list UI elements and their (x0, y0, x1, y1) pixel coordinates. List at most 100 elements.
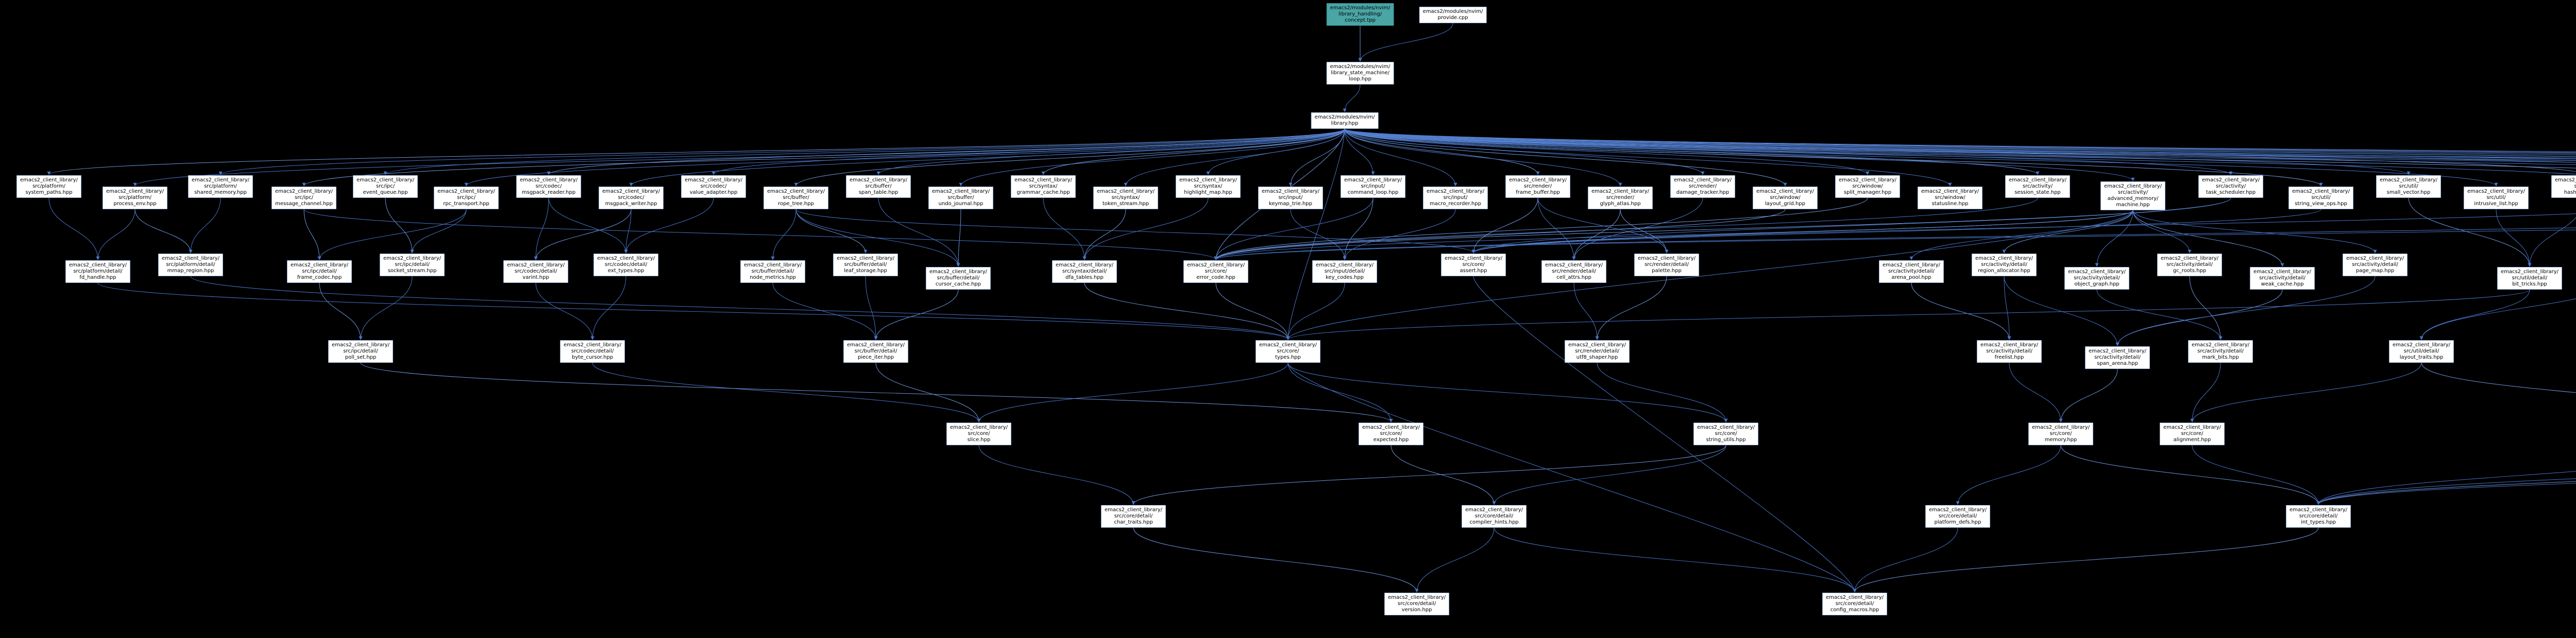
dependency-edge (592, 362, 981, 423)
graph-node[interactable]: emacs2_client_library/src/ipc/event_queu… (352, 175, 418, 198)
graph-node[interactable]: emacs2_client_library/src/core/detail/in… (2285, 505, 2351, 528)
graph-node[interactable]: emacs2_client_library/src/core/detail/pl… (1925, 505, 1991, 528)
graph-node[interactable]: emacs2_client_library/src/syntax/grammar… (1010, 175, 1076, 198)
graph-node[interactable]: emacs2_client_library/src/buffer/detail/… (843, 340, 909, 363)
graph-node[interactable]: emacs2_client_library/src/codec/detail/e… (593, 254, 659, 276)
graph-node[interactable]: emacs2_client_library/src/util/small_vec… (2376, 175, 2442, 198)
graph-node[interactable]: emacs2_client_library/src/ipc/detail/fra… (286, 260, 352, 283)
graph-node[interactable]: emacs2_client_library/src/activity/advan… (2100, 181, 2166, 210)
node-label-line: socket_stream.hpp (387, 268, 437, 274)
graph-node[interactable]: emacs2_client_library/src/platform/detai… (65, 260, 131, 283)
graph-node[interactable]: emacs2_client_library/src/platform/share… (188, 175, 253, 198)
graph-node[interactable]: emacs2_client_library/src/codec/msgpack_… (598, 187, 664, 209)
graph-node[interactable]: emacs2_client_library/src/window/statusl… (1917, 187, 1983, 209)
graph-node[interactable]: emacs2_client_library/src/codec/detail/b… (560, 340, 625, 363)
graph-node[interactable]: emacs2_client_library/src/util/detail/bi… (2497, 267, 2563, 290)
graph-node[interactable]: emacs2_client_library/src/input/keymap_t… (1258, 187, 1324, 209)
node-label-line: emacs2_client_library/ (2346, 256, 2404, 261)
graph-node[interactable]: emacs2/modules/nvim/provide.cpp (1419, 7, 1487, 23)
graph-node[interactable]: emacs2/modules/nvim/library.hpp (1311, 112, 1379, 129)
node-label-line: src/input/ (1443, 195, 1468, 200)
graph-node[interactable]: emacs2_client_library/src/render/detail/… (1634, 254, 1700, 276)
graph-node[interactable]: emacs2_client_library/src/syntax/highlig… (1175, 175, 1241, 198)
graph-node[interactable]: emacs2_client_library/src/codec/detail/v… (503, 260, 569, 283)
graph-node[interactable]: emacs2_client_library/src/core/detail/ve… (1384, 593, 1450, 615)
graph-node[interactable]: emacs2_client_library/src/window/layout_… (1752, 187, 1818, 209)
graph-node[interactable]: emacs2_client_library/src/core/alignment… (2159, 423, 2225, 445)
graph-node[interactable]: emacs2/modules/nvim/library_state_machin… (1326, 62, 1394, 85)
graph-node[interactable]: emacs2_client_library/src/activity/detai… (2064, 267, 2130, 290)
graph-node[interactable]: emacs2_client_library/src/codec/msgpack_… (516, 175, 582, 198)
graph-node[interactable]: emacs2_client_library/src/buffer/span_ta… (845, 175, 911, 198)
graph-node[interactable]: emacs2_client_library/src/core/string_ut… (1693, 423, 1759, 445)
node-label-line: src/codec/detail/ (571, 348, 614, 354)
graph-node[interactable]: emacs2_client_library/src/codec/value_ad… (681, 175, 747, 198)
dependency-edge (133, 128, 1345, 187)
graph-node[interactable]: emacs2_client_library/src/buffer/detail/… (833, 254, 899, 276)
graph-node[interactable]: emacs2_client_library/src/util/detail/la… (2388, 340, 2454, 363)
graph-node[interactable]: emacs2_client_library/src/input/macro_re… (1422, 187, 1488, 209)
graph-node[interactable]: emacs2_client_library/src/buffer/detail/… (925, 267, 991, 290)
graph-node[interactable]: emacs2_client_library/src/core/expected.… (1358, 423, 1424, 445)
node-label-line: src/render/detail/ (1552, 268, 1596, 274)
graph-node[interactable]: emacs2_client_library/src/core/detail/ch… (1100, 505, 1166, 528)
node-label-line: char_traits.hpp (1114, 519, 1153, 525)
graph-node[interactable]: emacs2_client_library/src/platform/syste… (16, 175, 82, 198)
graph-node[interactable]: emacs2_client_library/src/render/frame_b… (1505, 175, 1571, 198)
node-label-line: src/activity/detail/ (2352, 262, 2398, 267)
graph-node[interactable]: emacs2_client_library/src/activity/sessi… (2005, 175, 2071, 198)
graph-node[interactable]: emacs2_client_library/src/activity/detai… (2157, 254, 2223, 276)
graph-node[interactable]: emacs2_client_library/src/input/command_… (1340, 175, 1406, 198)
graph-node[interactable]: emacs2_client_library/src/render/glyph_a… (1587, 187, 1653, 209)
graph-node[interactable]: emacs2_client_library/src/core/assert.hp… (1440, 254, 1506, 276)
graph-node[interactable]: emacs2_client_library/src/activity/detai… (2249, 267, 2315, 290)
graph-node[interactable]: emacs2_client_library/src/render/damage_… (1670, 175, 1736, 198)
graph-node[interactable]: emacs2_client_library/src/activity/detai… (1976, 340, 2042, 363)
graph-node[interactable]: emacs2_client_library/src/syntax/token_s… (1093, 187, 1159, 209)
graph-node[interactable]: emacs2_client_library/src/platform/detai… (158, 254, 224, 276)
dependency-edge (410, 209, 467, 254)
graph-node[interactable]: emacs2_client_library/src/core/detail/co… (1822, 593, 1888, 615)
graph-node[interactable]: emacs2_client_library/src/activity/detai… (2188, 340, 2253, 363)
graph-node[interactable]: emacs2_client_library/src/core/slice.hpp (946, 423, 1012, 445)
node-label-line: src/util/ (2311, 195, 2331, 200)
graph-node[interactable]: emacs2_client_library/src/util/string_vi… (2288, 187, 2354, 209)
node-label-line: rope_tree.hpp (778, 201, 814, 207)
graph-node[interactable]: emacs2_client_library/src/activity/detai… (1971, 254, 2037, 276)
graph-node[interactable]: emacs2_client_library/src/core/error_cod… (1183, 260, 1249, 283)
graph-node[interactable]: emacs2_client_library/src/core/memory.hp… (2028, 423, 2094, 445)
graph-node[interactable]: emacs2_client_library/src/ipc/detail/pol… (328, 340, 394, 363)
graph-node-current[interactable]: emacs2/modules/nvim/library_handling/con… (1326, 3, 1394, 26)
graph-node[interactable]: emacs2_client_library/src/buffer/detail/… (740, 260, 806, 283)
graph-node[interactable]: emacs2_client_library/src/render/detail/… (1541, 260, 1607, 283)
graph-node[interactable]: emacs2_client_library/src/ipc/message_ch… (271, 187, 337, 209)
node-label-line: emacs2_client_library/ (846, 342, 905, 348)
graph-node[interactable]: emacs2_client_library/src/syntax/detail/… (1052, 260, 1117, 283)
node-label-line: src/platform/detail/ (73, 268, 123, 274)
graph-node[interactable]: emacs2_client_library/src/core/types.hpp (1255, 340, 1321, 363)
graph-node[interactable]: emacs2_client_library/src/activity/detai… (1878, 260, 1944, 283)
graph-node[interactable]: emacs2_client_library/src/ipc/detail/soc… (379, 254, 445, 276)
dependency-edge (711, 128, 1345, 175)
node-label-line: error_code.hpp (1196, 275, 1235, 280)
graph-node[interactable]: emacs2_client_library/src/activity/detai… (2342, 254, 2408, 276)
graph-node[interactable]: emacs2_client_library/src/buffer/rope_tr… (763, 187, 829, 209)
graph-node[interactable]: emacs2_client_library/src/core/detail/co… (1461, 505, 1527, 528)
node-label-line: msgpack_reader.hpp (521, 190, 576, 195)
node-label-line: node_metrics.hpp (750, 275, 796, 280)
node-label-line: message_channel.hpp (275, 201, 333, 207)
node-label-line: expected.hpp (1373, 437, 1409, 443)
graph-node[interactable]: emacs2_client_library/src/ipc/rpc_transp… (433, 187, 499, 209)
node-label-line: src/core/ (2181, 431, 2204, 436)
graph-node[interactable]: emacs2_client_library/src/input/detail/k… (1312, 260, 1378, 283)
graph-node[interactable]: emacs2_client_library/src/render/detail/… (1564, 340, 1630, 363)
graph-node[interactable]: emacs2_client_library/src/window/split_m… (1835, 175, 1901, 198)
graph-node[interactable]: emacs2_client_library/src/util/intrusive… (2463, 187, 2529, 209)
graph-node[interactable]: emacs2_client_library/src/util/hash_tabl… (2551, 175, 2576, 198)
graph-node[interactable]: emacs2_client_library/src/buffer/undo_jo… (928, 187, 994, 209)
node-label-line: emacs2_client_library/ (106, 189, 164, 194)
graph-node[interactable]: emacs2_client_library/src/platform/proce… (102, 187, 168, 209)
graph-node[interactable]: emacs2_client_library/src/activity/task_… (2198, 175, 2264, 198)
graph-node[interactable]: emacs2_client_library/src/activity/detai… (2084, 346, 2150, 369)
